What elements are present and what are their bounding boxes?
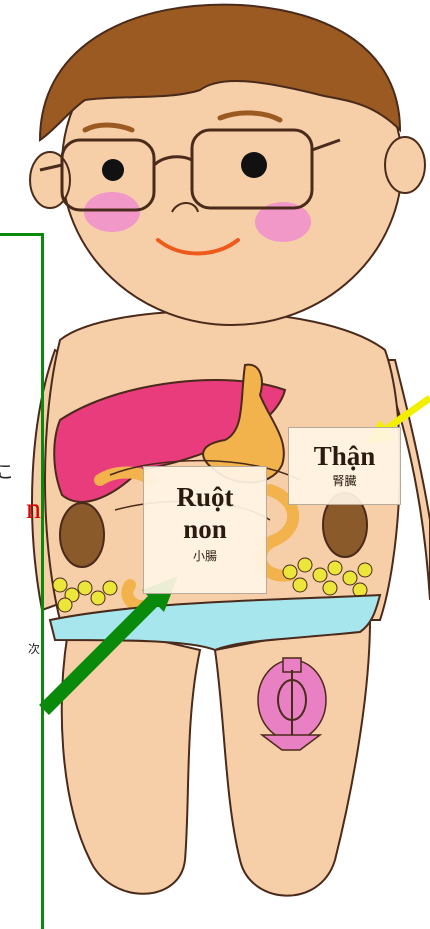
small-intestine-label: Ruột non 小腸: [143, 466, 267, 594]
panel-text-fragment-1: こ: [0, 458, 14, 484]
kidney-vi: Thận: [289, 440, 400, 472]
small-intestine-vi-line2: non: [144, 513, 266, 545]
left-eye: [102, 159, 124, 181]
right-eye: [241, 152, 267, 178]
left-cheek: [84, 192, 140, 232]
legs: [62, 620, 370, 896]
kidney-zh: 腎臓: [289, 472, 400, 489]
panel-text-fragment-2: n: [26, 492, 41, 526]
small-intestine-zh: 小腸: [144, 547, 266, 564]
left-info-panel-frame: [0, 233, 44, 929]
small-intestine-vi-line1: Ruột: [144, 481, 266, 513]
kidney-label: Thận 腎臓: [288, 427, 401, 505]
kidney-left: [60, 503, 104, 567]
panel-text-fragment-3: 次: [28, 640, 40, 657]
